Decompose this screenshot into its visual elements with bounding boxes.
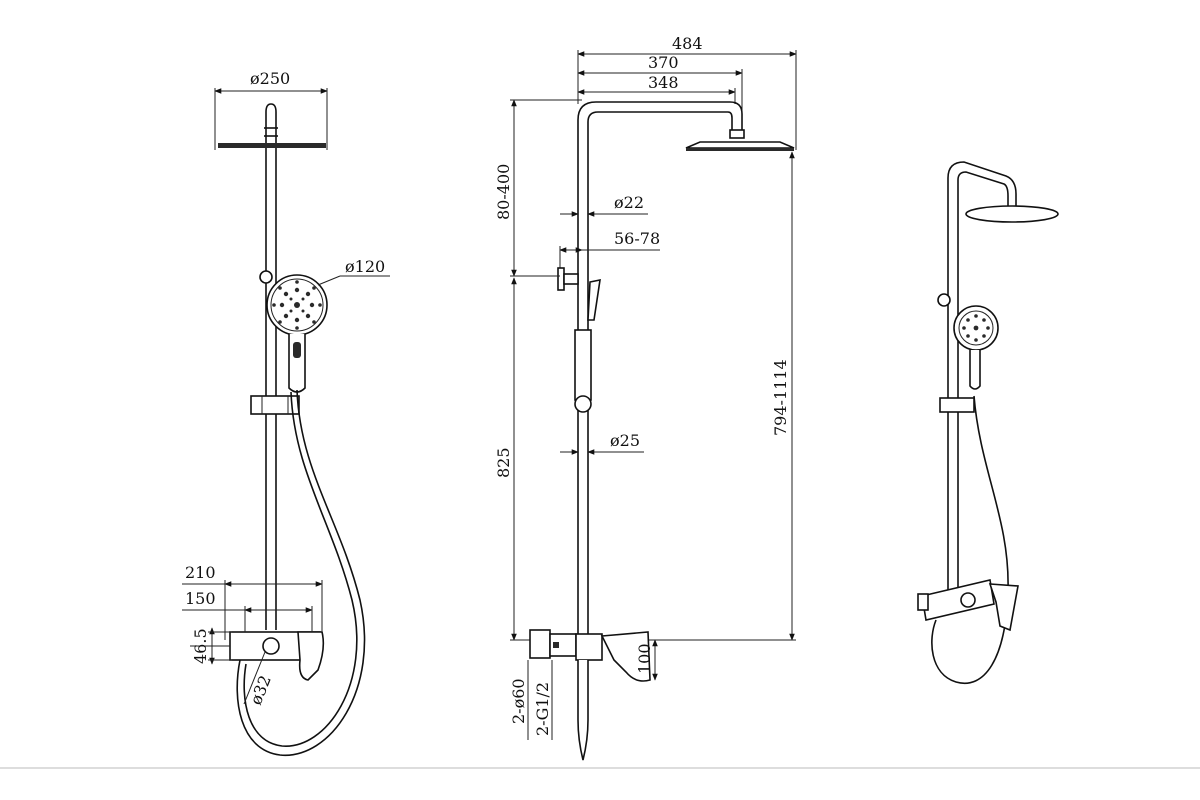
dimension-width-inner: 150 xyxy=(182,589,313,632)
perspective-view xyxy=(917,161,1059,685)
wall-bracket-side xyxy=(510,267,579,291)
dim-label-head-diameter: ø250 xyxy=(250,69,290,88)
mixer-front xyxy=(190,631,325,681)
hand-shower-front xyxy=(266,274,328,393)
slide-holder-front xyxy=(250,395,300,415)
front-view: ø250 xyxy=(182,69,390,756)
dim-label-handshower-diameter: ø120 xyxy=(345,257,385,276)
dimension-connections: 2-ø60 2-G1/2 xyxy=(509,660,553,740)
dimension-head-diameter: ø250 xyxy=(214,69,328,150)
dimension-mixer-height: 46.5 xyxy=(191,627,232,665)
dim-label-lower-height: 825 xyxy=(494,447,513,478)
dim-label-connection-thread: 2-G1/2 xyxy=(533,682,552,736)
dimension-overall-width: 484 xyxy=(577,34,797,150)
dimension-handshower-diameter: ø120 xyxy=(317,257,390,286)
dimension-pipe-diameter-lower: ø25 xyxy=(560,431,644,455)
dim-label-height-range: 794-1114 xyxy=(771,359,790,436)
side-view: 484 370 348 80-400 xyxy=(494,34,797,761)
dim-label-outlet-diameter: ø32 xyxy=(246,673,275,708)
dim-label-mixer-height: 46.5 xyxy=(191,628,210,664)
dim-label-eccentric-diameter: 2-ø60 xyxy=(509,678,528,724)
hand-shower-side xyxy=(574,278,601,413)
dim-label-pipe-diameter-top: ø22 xyxy=(614,193,644,212)
dim-label-bracket-range: 56-78 xyxy=(614,229,660,248)
hand-shower-perspective xyxy=(953,305,999,390)
dim-label-width-inner: 150 xyxy=(185,589,216,608)
riser-pipe-front xyxy=(265,148,277,630)
mixer-side xyxy=(529,629,651,761)
dimension-spout-height: 100 xyxy=(635,639,658,681)
dimension-arm-inner-width: 348 xyxy=(577,73,736,104)
dim-label-pipe-diameter-lower: ø25 xyxy=(610,431,640,450)
dimension-pipe-diameter-top: ø22 xyxy=(560,193,648,217)
dim-label-width-outer: 210 xyxy=(185,563,216,582)
dim-label-arm-inner-width: 348 xyxy=(648,73,679,92)
riser-and-arm-side xyxy=(577,101,795,640)
dimension-top-range: 80-400 xyxy=(494,99,582,277)
mixer-perspective xyxy=(917,579,1019,632)
dim-label-overall-width: 484 xyxy=(672,34,703,53)
dimension-bracket-range: 56-78 xyxy=(559,229,660,270)
shower-hose-front xyxy=(236,389,366,756)
dimension-lower-height: 825 xyxy=(494,277,560,641)
rain-head-front xyxy=(218,103,326,148)
dim-label-top-range: 80-400 xyxy=(494,164,513,220)
dim-label-spout-height: 100 xyxy=(635,643,654,674)
shower-hose-perspective xyxy=(931,395,1009,685)
dimension-height-range: 794-1114 xyxy=(620,151,796,641)
rain-head-perspective xyxy=(965,205,1059,223)
dim-label-arm-width: 370 xyxy=(648,53,679,72)
